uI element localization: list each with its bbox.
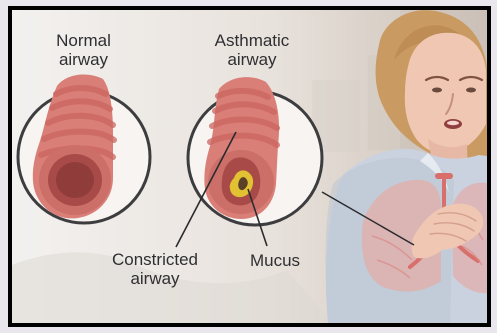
asthmatic-airway-label: Asthmatic airway bbox=[192, 31, 312, 69]
constricted-airway-label-line-1: Constricted bbox=[92, 250, 218, 269]
constricted-airway-label: Constricted airway bbox=[92, 250, 218, 288]
asthmatic-airway-label-line-2: airway bbox=[192, 50, 312, 69]
asthmatic-airway-label-line-1: Asthmatic bbox=[192, 31, 312, 50]
normal-airway-label-line-1: Normal bbox=[31, 31, 136, 50]
image-frame: Normal airway Asthmatic airway Constrict… bbox=[8, 6, 491, 327]
illustration-scene: Normal airway Asthmatic airway Constrict… bbox=[12, 10, 487, 323]
constricted-airway-label-line-2: airway bbox=[92, 269, 218, 288]
normal-airway-label-line-2: airway bbox=[31, 50, 136, 69]
normal-airway-label: Normal airway bbox=[31, 31, 136, 69]
mucus-label: Mucus bbox=[235, 251, 315, 270]
